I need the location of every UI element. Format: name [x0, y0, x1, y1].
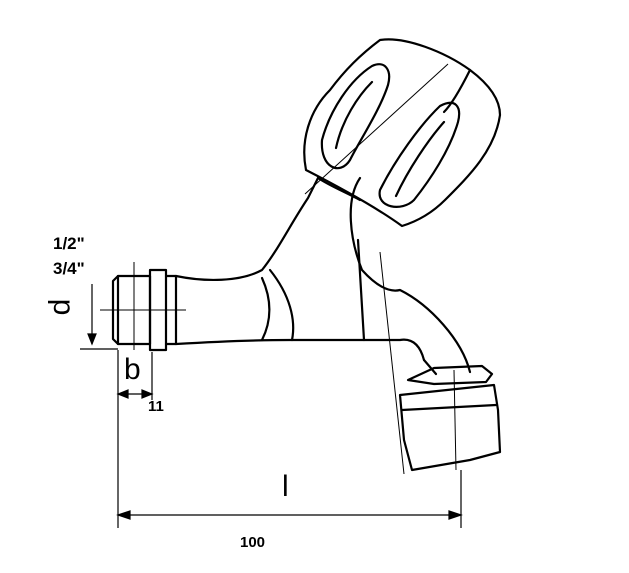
thread-size-half-label: 1/2" — [53, 234, 85, 253]
spout-nozzle — [398, 364, 502, 472]
dimension-l-value: 100 — [240, 534, 266, 551]
dimension-l-label: l — [282, 470, 289, 503]
thread-size-three-quarter-label: 3/4" — [53, 259, 85, 278]
centerlines — [100, 63, 457, 475]
faucet-body — [174, 176, 472, 376]
dimension-b-value: 11 — [148, 398, 164, 415]
dimension-b-label: b — [124, 353, 141, 386]
handle-knob — [303, 38, 502, 228]
dimension-lines — [80, 284, 463, 528]
dimension-d-label: d — [43, 298, 77, 316]
